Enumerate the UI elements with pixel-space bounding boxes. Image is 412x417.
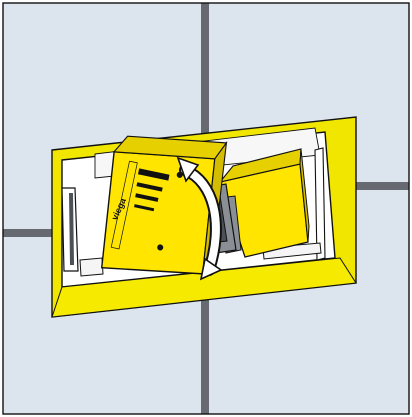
left-bracket-slot — [69, 193, 74, 265]
right-housing-rail — [314, 147, 326, 261]
module-slot-4 — [134, 204, 155, 212]
arrow-core — [181, 166, 220, 274]
module-slot-3 — [135, 193, 159, 202]
grout-horizontal-right — [356, 182, 409, 190]
curved-rotation-arrow-icon — [176, 156, 223, 281]
bottom-left-rail — [79, 257, 104, 277]
module-slot-1 — [137, 168, 170, 181]
control-module-icon: viega — [100, 135, 228, 275]
module-slot-2 — [136, 182, 163, 192]
arrow-head-bottom — [199, 257, 223, 281]
arrow-head-top — [176, 156, 200, 183]
housing-bottom-lip — [51, 257, 357, 318]
right-module-side — [299, 148, 310, 243]
module-screw-bottom — [157, 244, 164, 251]
module-edge-strip — [110, 160, 138, 250]
